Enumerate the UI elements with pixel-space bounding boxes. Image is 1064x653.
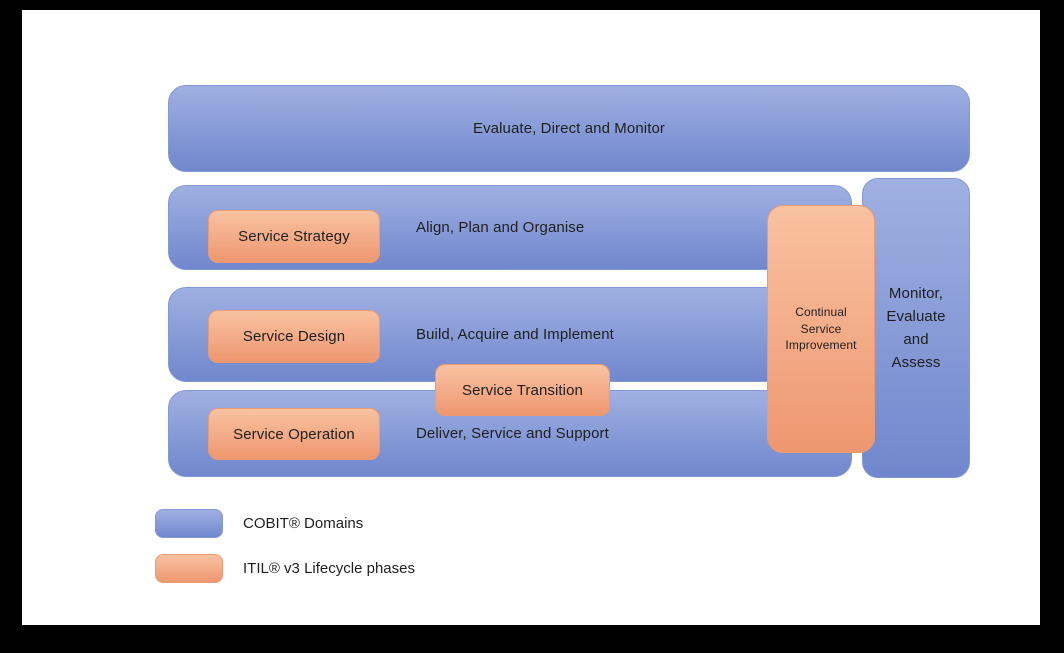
itil-box-service-transition: Service Transition	[435, 364, 610, 416]
itil-box-service-design: Service Design	[208, 310, 380, 363]
legend-swatch-itil	[155, 554, 223, 583]
itil-box-service-operation: Service Operation	[208, 408, 380, 460]
cobit-box-evaluate-direct-monitor-label: Evaluate, Direct and Monitor	[472, 120, 666, 137]
itil-box-continual-service-improvement-label: Continual Service Improvement	[785, 304, 857, 353]
itil-box-service-design-label: Service Design	[242, 328, 346, 345]
itil-box-service-transition-label: Service Transition	[461, 381, 584, 399]
diagram-canvas: Evaluate, Direct and Monitor Align, Plan…	[22, 10, 1040, 625]
itil-box-service-strategy-label: Service Strategy	[238, 228, 350, 245]
legend-label-cobit: COBIT® Domains	[243, 515, 364, 532]
itil-box-continual-service-improvement: Continual Service Improvement	[767, 205, 875, 453]
cobit-box-monitor-evaluate-assess: Monitor, Evaluate and Assess	[862, 178, 970, 478]
cobit-box-align-plan-organise-label: Align, Plan and Organise	[416, 219, 585, 236]
legend-label-itil: ITIL® v3 Lifecycle phases	[243, 560, 415, 577]
legend-swatch-cobit	[155, 509, 223, 538]
cobit-box-deliver-service-support-label: Deliver, Service and Support	[416, 425, 609, 442]
cobit-box-evaluate-direct-monitor: Evaluate, Direct and Monitor	[168, 85, 970, 172]
itil-box-service-strategy: Service Strategy	[208, 210, 380, 263]
cobit-box-monitor-evaluate-assess-label: Monitor, Evaluate and Assess	[886, 284, 946, 372]
cobit-box-build-acquire-implement-label: Build, Acquire and Implement	[416, 326, 614, 343]
itil-box-service-operation-label: Service Operation	[233, 425, 355, 443]
